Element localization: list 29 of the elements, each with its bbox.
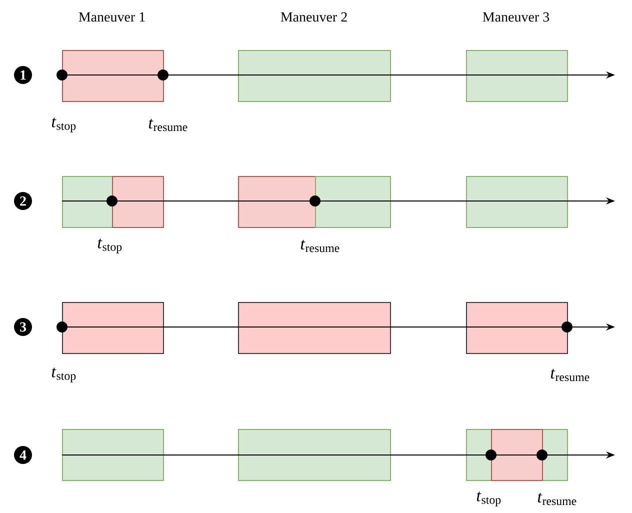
time-window-box	[466, 176, 568, 228]
time-window-box	[238, 50, 391, 102]
row-number-badge: 3	[14, 318, 32, 336]
time-window-box	[466, 50, 568, 102]
column-heading: Maneuver 1	[78, 12, 145, 22]
time-label: t$_{resume}$	[550, 368, 590, 382]
time-label: t$_{stop}$	[52, 368, 76, 382]
time-label: t$_{resume}$	[538, 492, 576, 506]
time-window-box	[238, 302, 391, 354]
time-label: t$_{stop}$	[98, 238, 122, 254]
time-window-box	[491, 428, 543, 481]
time-window-box	[112, 176, 164, 228]
time-window-box	[238, 176, 316, 228]
time-label: t$_{stop}$	[52, 118, 76, 132]
row-number-badge: 2	[14, 192, 32, 210]
time-window-box	[62, 428, 164, 481]
time-window-box	[466, 302, 568, 354]
time-window-box	[62, 176, 113, 228]
row-number-badge: 1	[14, 66, 32, 84]
time-label: t$_{stop}$	[476, 492, 501, 506]
time-window-box	[315, 176, 391, 228]
column-heading: Maneuver 2	[280, 12, 347, 22]
time-label: t$_{resume}$	[148, 118, 188, 132]
row-number-badge: 4	[14, 446, 32, 464]
time-window-box	[62, 50, 164, 102]
column-heading: Maneuver 3	[482, 12, 550, 22]
time-window-box	[238, 428, 391, 481]
time-window-box	[62, 302, 164, 354]
time-label: t$_{resume}$	[300, 240, 340, 252]
